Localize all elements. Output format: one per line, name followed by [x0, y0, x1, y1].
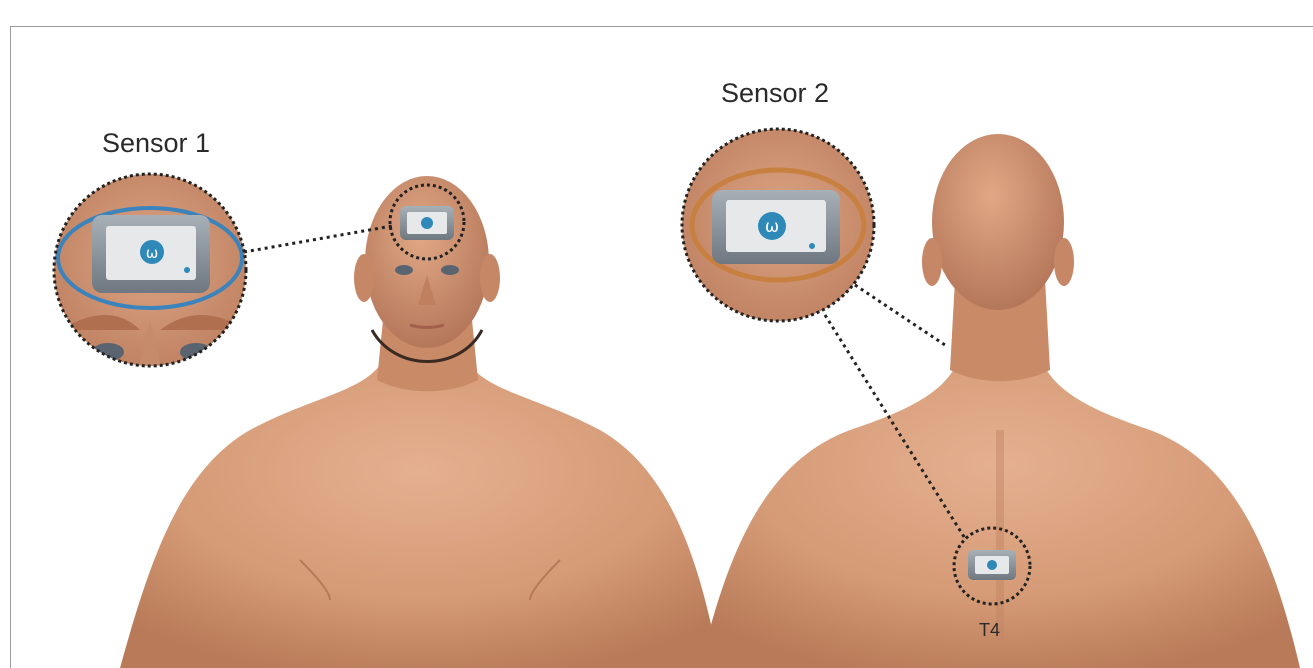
sensor-2-label: Sensor 2: [721, 78, 829, 109]
sensor-logo-1: ω: [146, 244, 159, 262]
zoom-sensor-2: ω: [680, 128, 880, 328]
sensor-logo-2: ω: [765, 217, 779, 237]
zoom-sensor-1: ω: [50, 170, 250, 370]
t4-label: T4: [979, 620, 1000, 641]
connector-sensor-2-neck: [855, 285, 945, 345]
sensor-1-label: Sensor 1: [102, 128, 210, 159]
